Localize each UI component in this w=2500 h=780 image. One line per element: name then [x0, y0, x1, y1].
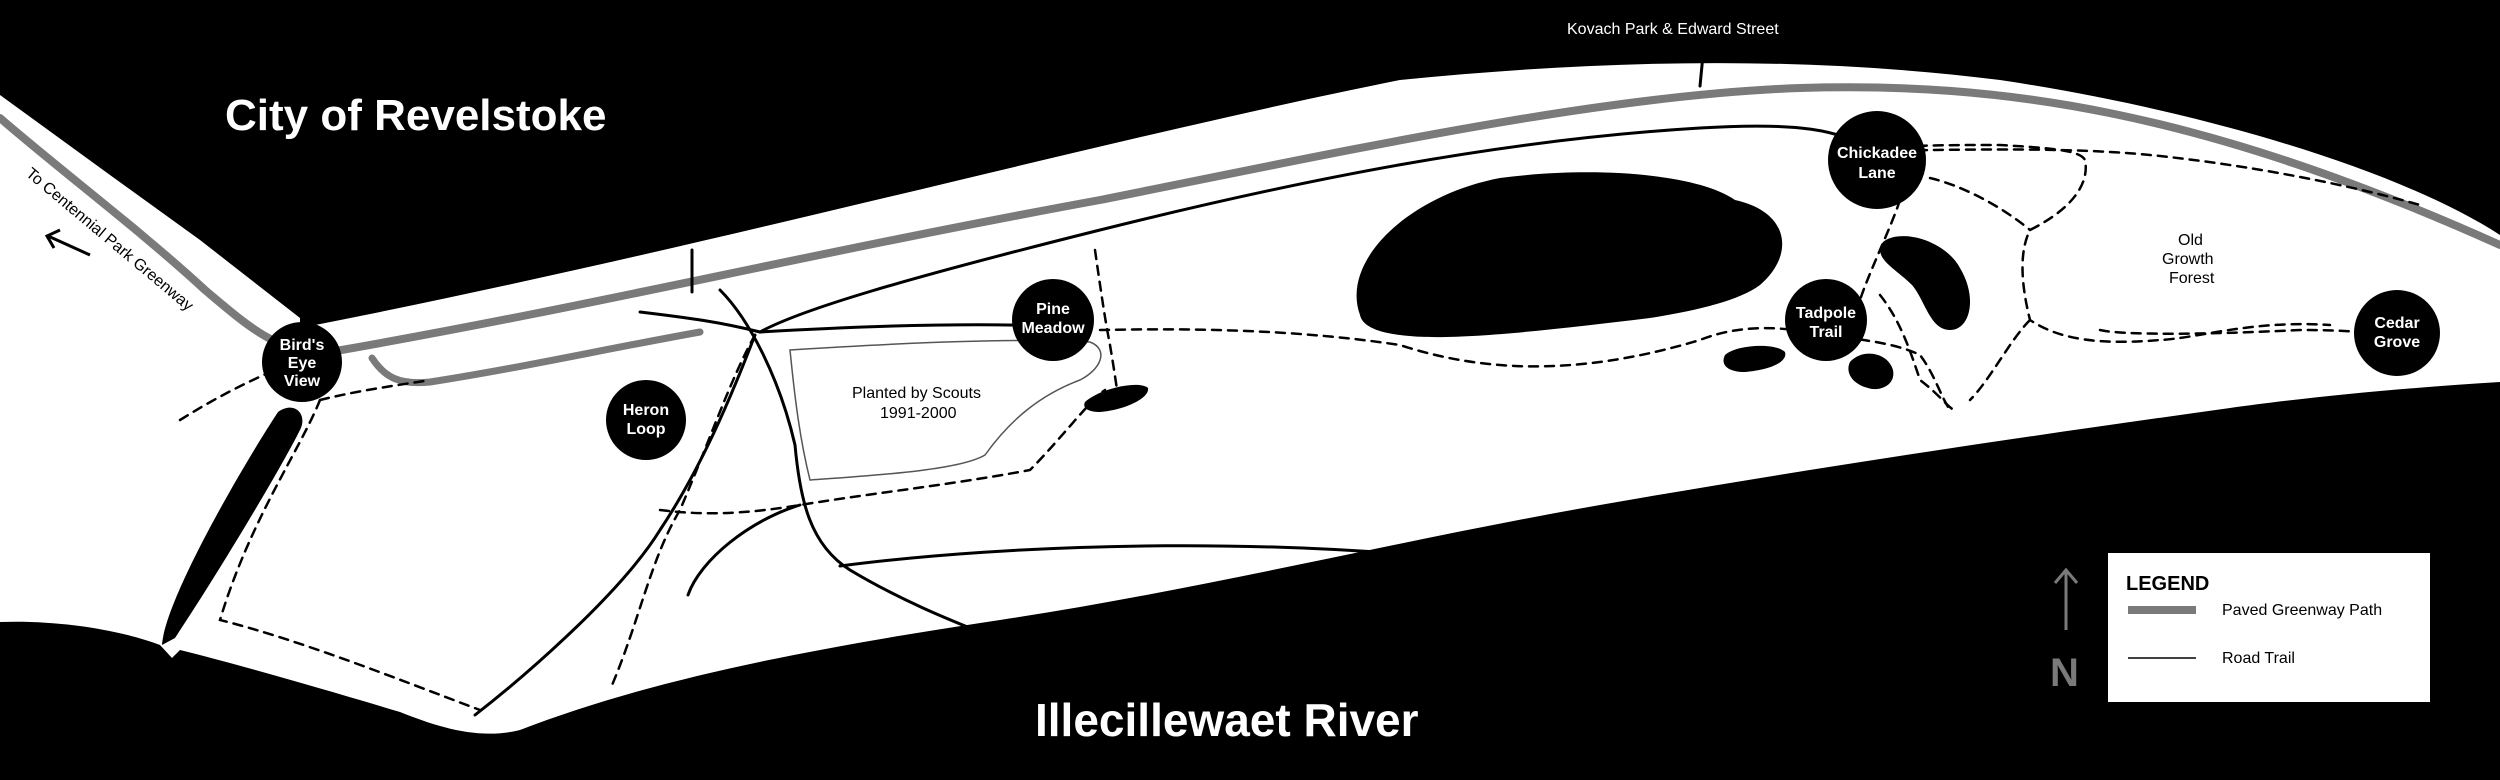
large-pond	[1356, 172, 1783, 338]
kovach-park-label: Kovach Park & Edward Street	[1567, 21, 1779, 38]
walking-trails	[178, 143, 2422, 712]
pond-tadpole-left	[1723, 345, 1786, 372]
legend-label-road: Road Trail	[2222, 650, 2295, 667]
poi-tadpole-trail[interactable]: Tadpole Trail	[1785, 279, 1867, 361]
poi-label: Chickadee	[1837, 145, 1917, 162]
poi-label: Trail	[1810, 324, 1843, 341]
poi-label: Cedar	[2374, 315, 2419, 332]
north-label: N	[2050, 651, 2079, 695]
poi-label: Pine	[1036, 301, 1070, 318]
pond-tadpole-right	[1880, 236, 1971, 330]
poi-label: Eye	[288, 355, 317, 372]
legend-title: LEGEND	[2126, 573, 2209, 595]
birds-eye-pond	[162, 407, 303, 645]
planted-label-1: Planted by Scouts	[852, 385, 981, 402]
poi-label: Tadpole	[1796, 305, 1856, 322]
poi-heron-loop[interactable]: Heron Loop	[606, 380, 686, 460]
pond-pine-meadow	[1084, 384, 1149, 412]
poi-label: Meadow	[1021, 320, 1085, 337]
scout-planting-area	[789, 339, 1102, 481]
poi-chickadee-lane[interactable]: Chickadee Lane	[1828, 111, 1926, 209]
river-label: Illecillewaet River	[1035, 694, 1419, 746]
poi-label: View	[284, 373, 321, 390]
poi-cedar-grove[interactable]: Cedar Grove	[2354, 290, 2440, 376]
paved-greenway-path	[0, 83, 2500, 357]
old-growth-label-1: Old	[2178, 232, 2203, 249]
poi-label: Loop	[626, 421, 665, 438]
old-growth-label-2: Growth	[2162, 251, 2214, 268]
legend-label-paved: Paved Greenway Path	[2222, 602, 2382, 619]
poi-pine-meadow[interactable]: Pine Meadow	[1012, 279, 1094, 361]
paved-greenway-spur	[368, 328, 704, 387]
pond-tadpole-bottom	[1848, 353, 1894, 390]
poi-birds-eye-view[interactable]: Bird's Eye View	[262, 322, 342, 402]
bridge-creek-arrow-icon	[2455, 262, 2494, 282]
legend-box	[2108, 553, 2430, 702]
land-area	[0, 63, 2500, 734]
planted-label-2: 1991-2000	[880, 405, 957, 422]
centennial-arrow-icon	[44, 228, 91, 257]
poi-label: Bird's	[280, 337, 325, 354]
old-growth-label-3: Forest	[2169, 270, 2215, 287]
poi-label: Lane	[1858, 165, 1895, 182]
poi-label: Heron	[623, 402, 669, 419]
downie-sawmill-label: Downie Sawmill	[300, 245, 413, 262]
north-arrow-icon	[2053, 567, 2079, 630]
poi-label: Grove	[2374, 334, 2420, 351]
city-label: City of Revelstoke	[225, 91, 606, 140]
legend: LEGEND Paved Greenway Path Road Trail	[2108, 553, 2430, 702]
